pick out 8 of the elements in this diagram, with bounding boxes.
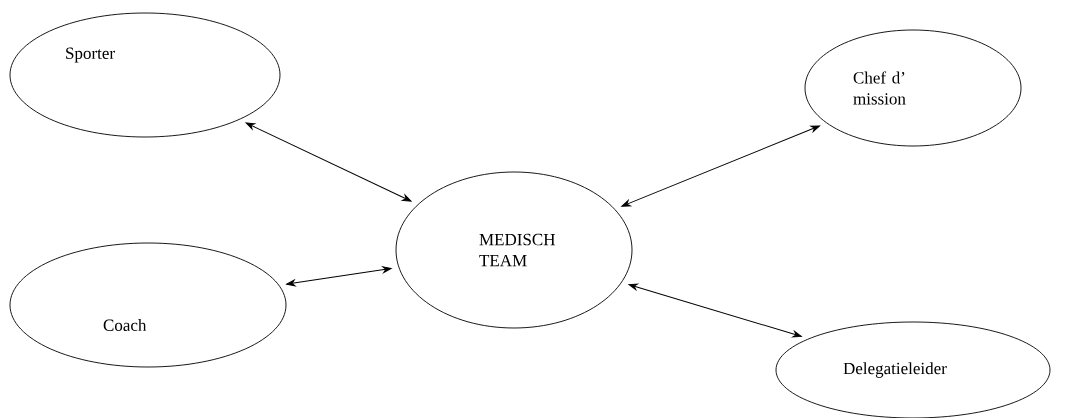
double-arrow [245, 122, 412, 202]
ellipse-node: MEDISCH TEAM [395, 171, 633, 329]
ellipse-node: Coach [9, 242, 287, 368]
double-arrow [286, 266, 392, 287]
double-arrow [628, 283, 802, 338]
ellipse-node: Sporter [9, 12, 281, 138]
double-arrow [621, 125, 820, 207]
ellipse-node: Chef d’ mission [804, 29, 1022, 147]
